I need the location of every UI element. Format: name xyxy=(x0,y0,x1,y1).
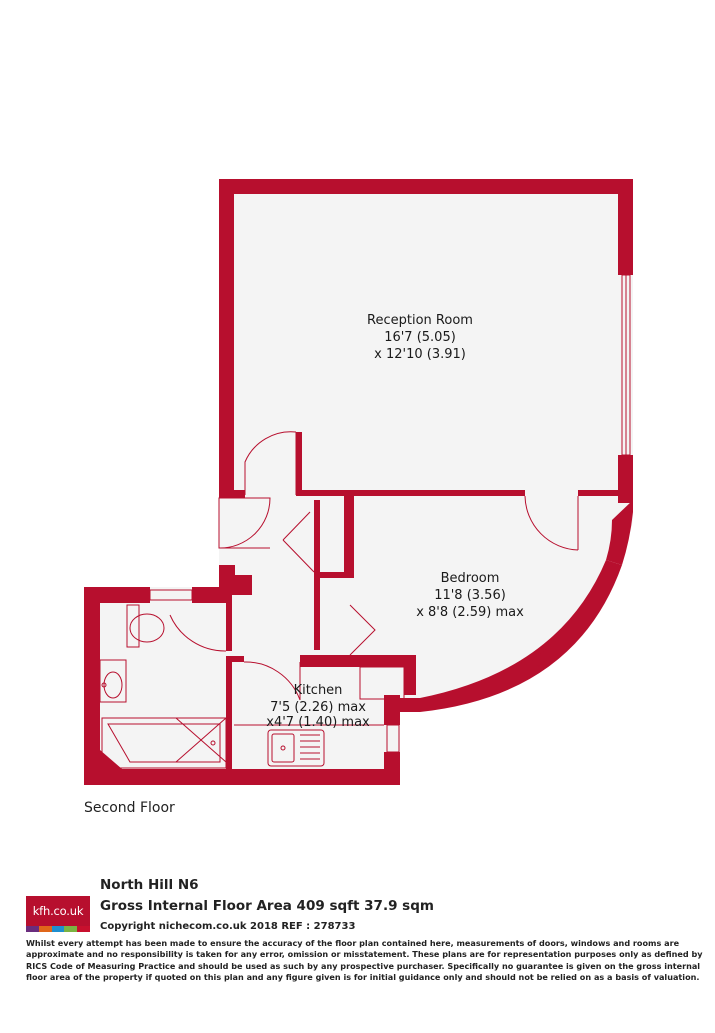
copyright: Copyright nichecom.co.uk 2018 REF : 2787… xyxy=(100,921,356,932)
reception-dim2: x 12'10 (3.91) xyxy=(374,347,466,362)
kitchen-name: Kitchen xyxy=(294,683,343,698)
property-address: North Hill N6 xyxy=(100,877,199,893)
reception-name: Reception Room xyxy=(367,313,473,328)
bedroom-dim1: 11'8 (3.56) xyxy=(434,588,506,603)
floor-plan: Reception Room 16'7 (5.05) x 12'10 (3.91… xyxy=(84,179,633,785)
floor-label: Second Floor xyxy=(84,800,175,816)
logo-text: kfh.co.uk xyxy=(26,896,90,926)
walls xyxy=(84,179,633,785)
fixtures xyxy=(99,274,631,769)
logo-swatch xyxy=(77,926,90,932)
logo-swatch xyxy=(64,926,78,932)
kitchen-dim2: x4'7 (1.40) max xyxy=(266,715,370,730)
bedroom-name: Bedroom xyxy=(441,571,500,586)
logo-swatch xyxy=(51,926,65,932)
logo-swatch xyxy=(38,926,52,932)
bedroom-dim2: x 8'8 (2.59) max xyxy=(416,605,524,620)
logo-color-strip xyxy=(26,926,90,932)
gross-area: Gross Internal Floor Area 409 sqft 37.9 … xyxy=(100,898,434,914)
reception-dim1: 16'7 (5.05) xyxy=(384,330,456,345)
kfh-logo[interactable]: kfh.co.uk xyxy=(26,896,90,932)
disclaimer: Whilst every attempt has been made to en… xyxy=(26,938,703,982)
floor-area xyxy=(84,180,633,785)
kitchen-dim1: 7'5 (2.26) max xyxy=(270,700,366,715)
footer: kfh.co.uk North Hill N6 Gross Internal F… xyxy=(0,872,715,1033)
logo-swatch xyxy=(26,926,39,932)
